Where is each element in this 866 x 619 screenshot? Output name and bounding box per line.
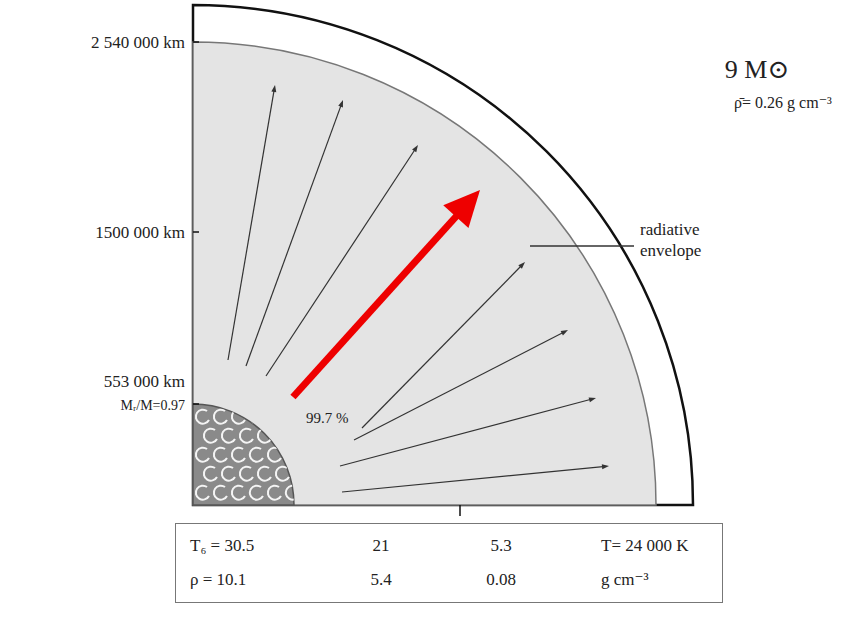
label-text: radiative envelope [640, 220, 701, 260]
axis-tick [193, 231, 199, 233]
swirl-stroke [214, 448, 227, 462]
red-arrow-head [443, 190, 480, 228]
energy-ray-shaft [246, 106, 341, 366]
swirl-stroke [240, 467, 253, 481]
swirl-stroke [286, 486, 299, 500]
label-text: 99.7 % [306, 410, 349, 426]
energy-ray-head [589, 397, 596, 402]
label-text: 2 540 000 km [91, 33, 185, 52]
label-text: ρ̄= 0.26 g cm⁻³ [734, 94, 832, 111]
energy-ray-head [561, 330, 568, 335]
swirl-stroke [214, 410, 227, 424]
axis-tick [193, 403, 199, 405]
swirl-stroke [250, 486, 263, 500]
table-cell: ρ = 10.1 [190, 570, 246, 590]
swirl-stroke [276, 467, 289, 481]
energy-ray-head [602, 464, 609, 469]
energy-ray-head [518, 262, 525, 269]
radiative-envelope-region [193, 42, 656, 505]
swirl-stroke [276, 429, 289, 443]
swirl-stroke [268, 486, 281, 500]
region-label: radiative envelope [640, 219, 726, 261]
swirl-stroke [268, 410, 281, 424]
label-text: Mᵣ/M=0.97 [121, 398, 185, 413]
axis-tick [459, 505, 461, 516]
swirl-stroke [222, 467, 235, 481]
radius-label: Mᵣ/M=0.97 [121, 397, 185, 415]
convective-core [193, 404, 294, 505]
table-cell: T₆ = 30.5 [190, 536, 254, 556]
label-text: 1500 000 km [95, 223, 185, 242]
leader-line [530, 245, 634, 247]
swirl-stroke [196, 486, 209, 500]
swirl-stroke [214, 486, 227, 500]
swirl-stroke [250, 448, 263, 462]
swirl-stroke [232, 448, 245, 462]
swirl-stroke [204, 467, 217, 481]
energy-ray-head [271, 85, 276, 92]
value-label: ρ̄= 0.26 g cm⁻³ [734, 93, 832, 113]
core-convection-swirls [196, 410, 307, 500]
swirl-stroke [286, 410, 299, 424]
radius-label: 2 540 000 km [91, 32, 185, 53]
label-text: 553 000 km [104, 372, 185, 391]
red-flux-arrow [293, 190, 480, 397]
swirl-stroke [268, 448, 281, 462]
swirl-stroke [240, 429, 253, 443]
swirl-stroke [294, 467, 307, 481]
swirl-stroke [204, 429, 217, 443]
axis-tick [193, 41, 199, 43]
value-label: 99.7 % [306, 409, 349, 428]
radius-label: 1500 000 km [95, 222, 185, 243]
swirl-stroke [258, 467, 271, 481]
value-label: 9 M⊙ [725, 55, 789, 85]
swirl-stroke [294, 429, 307, 443]
star-outline [193, 5, 693, 505]
energy-ray-shaft [342, 467, 603, 492]
swirl-stroke [232, 410, 245, 424]
radius-label: 553 000 km [104, 371, 185, 392]
swirl-stroke [258, 429, 271, 443]
energy-ray-shaft [228, 91, 274, 360]
table-cell: 5.3 [490, 536, 511, 556]
swirl-stroke [196, 448, 209, 462]
table-cell: T= 24 000 K [601, 536, 689, 556]
swirl-stroke [196, 410, 209, 424]
swirl-stroke [250, 410, 263, 424]
swirl-stroke [286, 448, 299, 462]
table-cell: 5.4 [370, 570, 391, 590]
energy-ray-shaft [340, 400, 590, 466]
swirl-stroke [222, 429, 235, 443]
table-cell: 0.08 [486, 570, 516, 590]
label-text: 9 M⊙ [725, 55, 789, 84]
table-cell: g cm⁻³ [601, 570, 649, 590]
energy-ray-head [338, 100, 343, 107]
table-cell: 21 [373, 536, 390, 556]
energy-ray-shaft [354, 333, 563, 440]
data-table-box: T₆ = 30.5 21 5.3 T= 24 000 K ρ = 10.1 5.4 0.08… [175, 523, 723, 603]
energy-ray-head [412, 145, 418, 152]
energy-flow-arrows [228, 85, 609, 492]
swirl-stroke [232, 486, 245, 500]
red-arrow-shaft [293, 216, 457, 397]
